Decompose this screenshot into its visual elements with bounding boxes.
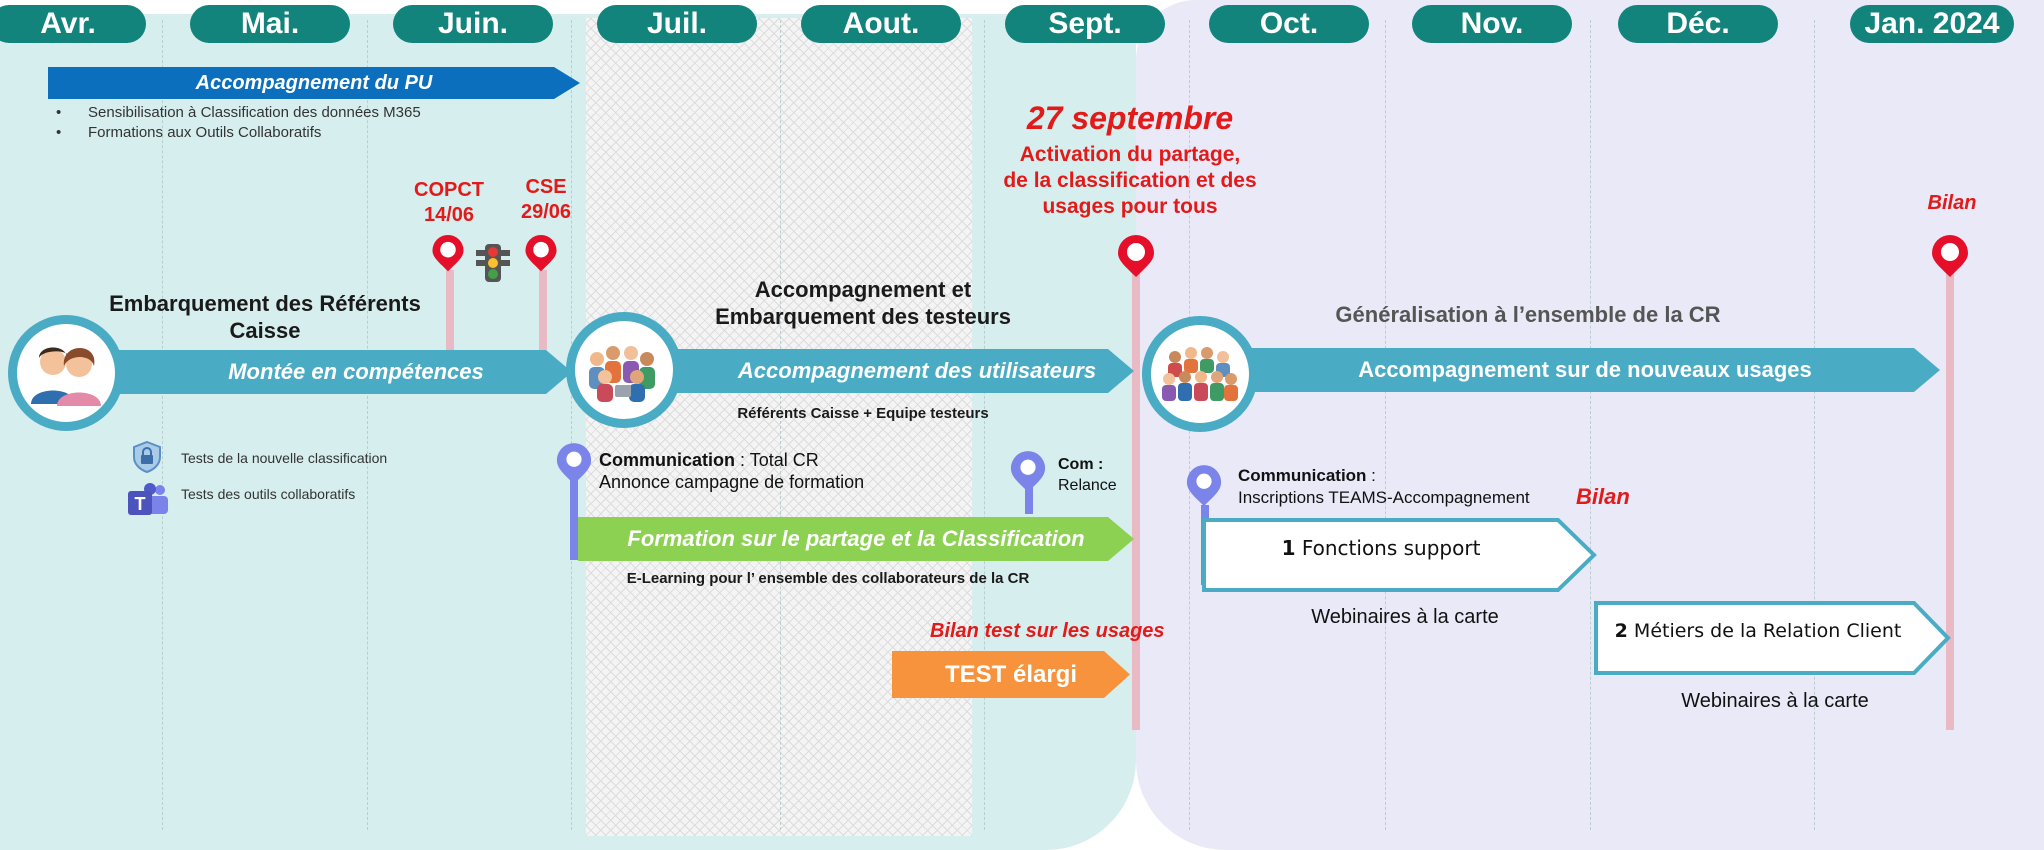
phase3-arrow: Accompagnement sur de nouveaux usages xyxy=(1200,348,1940,392)
month-jan-2024: Jan. 2024 xyxy=(1850,5,2014,43)
month-juin: Juin. xyxy=(393,5,553,43)
webinar-box-1-shape xyxy=(1202,518,1597,592)
phase1-arrow: Montée en compétences xyxy=(60,350,572,394)
comm-inscriptions: Communication : Inscriptions TEAMS-Accom… xyxy=(1238,466,1530,507)
copct-pin-icon xyxy=(432,235,464,272)
shield-lock-icon xyxy=(130,440,164,474)
com-relance-pin-pole xyxy=(1025,482,1033,514)
elearning-text: E-Learning pour l’ ensemble des collabor… xyxy=(626,570,1030,587)
bilan-pin-pole xyxy=(1946,268,1954,730)
month-oct: Oct. xyxy=(1209,5,1369,43)
month-divider xyxy=(1385,20,1386,830)
bilan-milestone-label: Bilan xyxy=(1927,192,1977,214)
pu-banner: Accompagnement du PU xyxy=(48,67,580,99)
webinar-box-2-shape xyxy=(1594,601,1951,675)
cse-pin-pole xyxy=(539,270,547,350)
sept-milestone-title: 27 septembre xyxy=(1026,100,1234,136)
com-relance: Com : Relance xyxy=(1058,456,1117,494)
tests-classification-text: Tests de la nouvelle classification xyxy=(181,450,388,466)
phase3-title: Généralisation à l’ensemble de la CR xyxy=(1335,302,1721,327)
phase2-arrow: Accompagnement des utilisateurs xyxy=(640,349,1134,393)
sept-pin-pole xyxy=(1132,268,1140,730)
month-mai: Mai. xyxy=(190,5,350,43)
webinar-box-1-label: 1 Fonctions support xyxy=(1281,536,1481,560)
comm-total-cr: Communication : Total CR Annonce campagn… xyxy=(599,450,865,492)
bilan-oct-label: Bilan xyxy=(1576,484,1630,509)
month-sept: Sept. xyxy=(1005,5,1165,43)
referents-avatar-icon xyxy=(31,347,101,406)
month-divider xyxy=(984,20,985,830)
phase1-circle xyxy=(8,315,124,431)
month-divider xyxy=(367,20,368,830)
month-divider xyxy=(162,20,163,830)
webinar-box-2-label: 2 Métiers de la Relation Client xyxy=(1614,620,1902,642)
month-divider xyxy=(1590,20,1591,830)
test-elargi-button: TEST élargi xyxy=(892,651,1130,698)
formation-bar: Formation sur le partage et la Classific… xyxy=(578,517,1134,561)
copct-pin-pole xyxy=(446,270,454,350)
crowd-icon xyxy=(1162,347,1238,401)
svg-text:T: T xyxy=(135,494,146,514)
month-nov: Nov. xyxy=(1412,5,1572,43)
month-dec: Déc. xyxy=(1618,5,1778,43)
month-avr: Avr. xyxy=(0,5,146,43)
comm-pin-icon xyxy=(556,443,592,484)
month-juil: Juil. xyxy=(597,5,757,43)
teams-icon: T xyxy=(126,481,170,521)
sept-milestone-description: Activation du partage,de la classificati… xyxy=(1003,143,1257,218)
month-divider xyxy=(571,20,572,830)
phase3-circle xyxy=(1142,316,1258,432)
month-divider xyxy=(780,20,781,830)
webinar-box-2-sub: Webinaires à la carte xyxy=(1681,690,1869,712)
sept-pin-icon xyxy=(1118,235,1154,277)
tests-collaboratifs-text: Tests des outils collaboratifs xyxy=(181,486,356,502)
bilan-test-label: Bilan test sur les usages xyxy=(930,620,1165,642)
pu-bullets: •Sensibilisation à Classification des do… xyxy=(56,103,421,143)
testers-group-icon xyxy=(589,346,655,402)
summer-hatched-period xyxy=(586,18,972,836)
cse-pin-icon xyxy=(525,235,557,272)
month-aout: Aout. xyxy=(801,5,961,43)
comm-pin-pole xyxy=(570,480,578,560)
phase2-circle xyxy=(566,312,682,428)
traffic-light-icon xyxy=(476,244,510,282)
pu-bullet: •Formations aux Outils Collaboratifs xyxy=(56,124,322,141)
comm-oct-pin-icon xyxy=(1186,465,1222,506)
bilan-pin-icon xyxy=(1932,235,1968,277)
pu-bullet: •Sensibilisation à Classification des do… xyxy=(56,104,421,121)
month-divider xyxy=(1814,20,1815,830)
webinar-box-1-sub: Webinaires à la carte xyxy=(1311,606,1499,628)
phase2-subtitle: Référents Caisse + Equipe testeurs xyxy=(737,405,989,422)
com-relance-pin-icon xyxy=(1010,451,1046,492)
